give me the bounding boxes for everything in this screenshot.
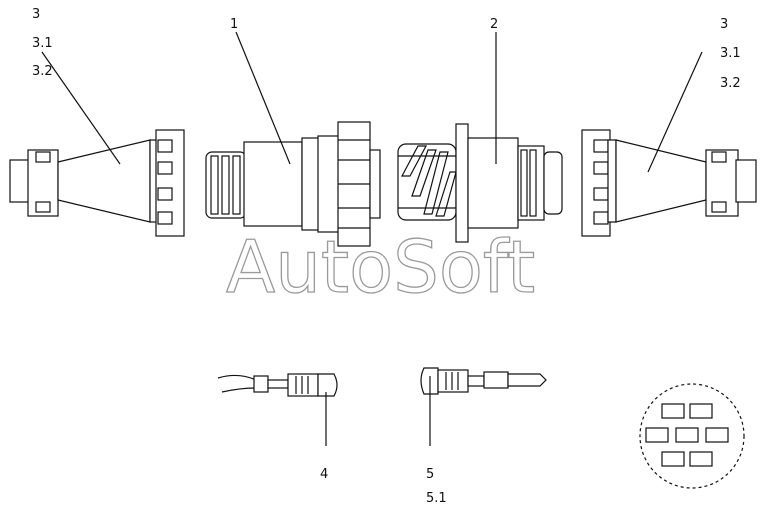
label-2: 2: [490, 17, 498, 32]
label-3-1-left: 3.1: [32, 36, 53, 51]
female-terminal: [420, 367, 547, 395]
leader-line-1: [235, 31, 291, 165]
left-end-connector: [9, 129, 185, 237]
male-terminal: [217, 373, 338, 397]
socket-body: [397, 123, 563, 243]
label-5-1: 5.1: [426, 491, 447, 506]
label-1: 1: [230, 17, 238, 32]
leader-line-3-left: [41, 51, 121, 165]
label-3-1-right: 3.1: [720, 46, 741, 61]
label-5: 5: [426, 467, 434, 482]
label-3-2-left: 3.2: [32, 64, 53, 79]
label-3-2-right: 3.2: [720, 76, 741, 91]
right-end-connector: [581, 129, 757, 237]
watermark: AutoSoft: [226, 225, 535, 309]
leader-line-3-right: [647, 51, 703, 173]
connector-face-view: [639, 383, 745, 489]
label-3-right: 3: [720, 17, 728, 32]
label-3-left: 3: [32, 7, 40, 22]
plug-body: [205, 121, 381, 247]
label-4: 4: [320, 467, 328, 482]
